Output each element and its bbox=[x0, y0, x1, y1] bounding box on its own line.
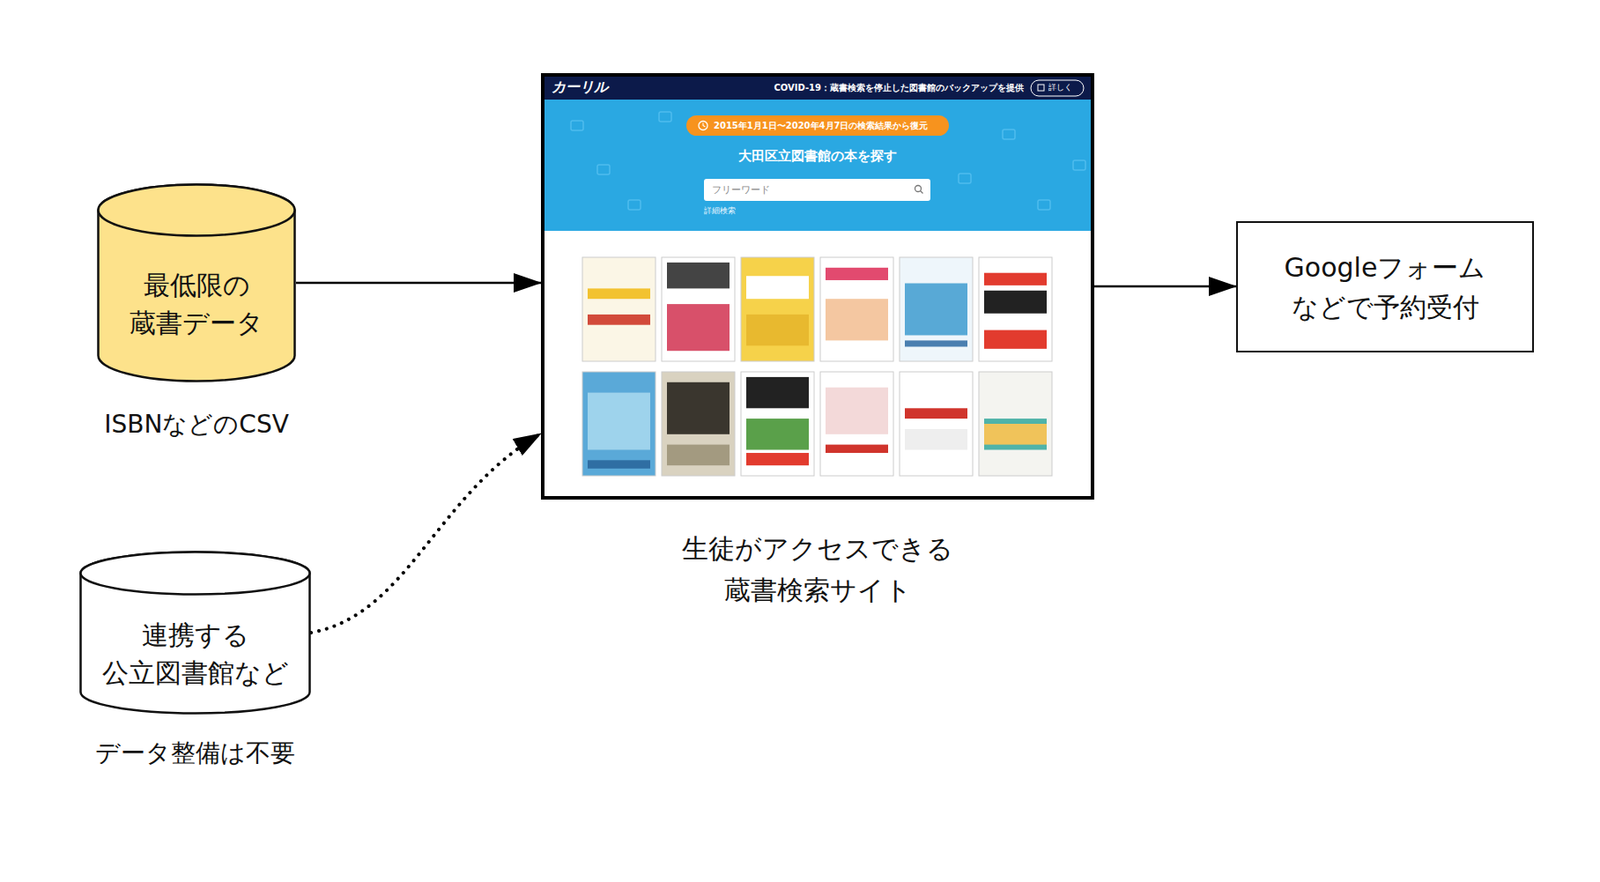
storage-note: データ整備は不要 bbox=[8, 738, 382, 769]
book-cover bbox=[661, 371, 735, 476]
book-cover-art bbox=[746, 314, 809, 346]
book-cover-art bbox=[746, 275, 809, 299]
book-cover-art bbox=[746, 452, 809, 466]
book-cover-art bbox=[587, 392, 651, 451]
book-cover-art bbox=[904, 407, 968, 419]
book-cover-art bbox=[904, 283, 968, 336]
book-cover-art bbox=[984, 330, 1047, 349]
book-cover bbox=[582, 371, 656, 476]
book-cover bbox=[899, 257, 973, 362]
search-icon bbox=[915, 185, 922, 193]
arrow-connector bbox=[296, 281, 541, 285]
cylinder-body bbox=[98, 185, 296, 382]
clock-hands bbox=[703, 123, 706, 128]
storage-note: ISBNなどのCSV bbox=[26, 409, 367, 440]
site-screenshot bbox=[544, 76, 1091, 497]
storage-label: 連携する 公立図書館など bbox=[91, 616, 300, 692]
search-icon-handle bbox=[920, 191, 924, 194]
book-cover-art bbox=[746, 377, 809, 408]
book-cover-art bbox=[825, 387, 889, 435]
book-cover-art bbox=[984, 290, 1047, 314]
book-cover bbox=[740, 257, 815, 362]
cylinder-text-area: 連携する 公立図書館など bbox=[79, 603, 312, 706]
data-store-cylinder: 連携する 公立図書館などデータ整備は不要 bbox=[79, 550, 312, 715]
background-icon bbox=[1037, 200, 1051, 210]
external-icon bbox=[1037, 84, 1045, 91]
site-heading: 大田区立図書館の本を探す bbox=[544, 147, 1091, 165]
restore-period-text: 2015年1月1日〜2020年4月7日の検索結果から復元 bbox=[713, 115, 929, 136]
background-icon bbox=[570, 120, 584, 131]
cylinder-top bbox=[98, 185, 296, 237]
book-cover-art bbox=[904, 340, 968, 347]
search-placeholder: フリーワード bbox=[711, 183, 771, 197]
book-cover bbox=[899, 371, 973, 476]
process-label: Googleフォーム などで予約受付 bbox=[1257, 247, 1513, 327]
book-cover-art bbox=[666, 382, 730, 435]
dotted-connector bbox=[311, 433, 541, 633]
book-cover-art bbox=[984, 418, 1047, 450]
detail-button bbox=[1030, 80, 1084, 97]
book-cover-art bbox=[904, 429, 968, 451]
book-cover-art bbox=[984, 273, 1047, 286]
cylinder-body bbox=[81, 552, 311, 714]
background-icon bbox=[597, 164, 610, 175]
book-cover-art bbox=[825, 298, 889, 341]
search-box bbox=[703, 178, 931, 201]
book-cover bbox=[661, 257, 735, 362]
header-bar bbox=[544, 76, 1091, 100]
book-cover bbox=[820, 257, 894, 362]
site-caption: 生徒がアクセスできる 蔵書検索サイト bbox=[641, 527, 994, 611]
cylinder-text-area: 最低限の 蔵書データ bbox=[96, 244, 297, 365]
advanced-search-link: 詳細検索 bbox=[703, 205, 736, 217]
background-icon bbox=[659, 111, 672, 122]
arrow-connector bbox=[1094, 285, 1237, 289]
book-cover-art bbox=[587, 459, 651, 468]
book-cover-art bbox=[984, 423, 1047, 445]
book-cover-art bbox=[746, 418, 809, 450]
book-cover bbox=[740, 371, 815, 476]
book-cover-art bbox=[825, 267, 889, 281]
hero-band bbox=[544, 99, 1091, 231]
book-cover bbox=[978, 371, 1052, 476]
background-icon bbox=[628, 200, 641, 210]
background-icon bbox=[1002, 129, 1015, 140]
data-store-cylinder: 最低限の 蔵書データISBNなどのCSV bbox=[96, 183, 297, 383]
process-box: Googleフォーム などで予約受付 bbox=[1236, 221, 1534, 353]
background-icon bbox=[1073, 160, 1086, 171]
storage-label: 最低限の 蔵書データ bbox=[110, 266, 283, 342]
cylinder-top bbox=[81, 552, 311, 595]
book-cover-art bbox=[587, 288, 651, 299]
book-cover bbox=[978, 257, 1052, 362]
book-cover-art bbox=[666, 444, 730, 467]
notice-text: COVID-19：蔵書検索を停止した図書館のバックアップを提供 bbox=[773, 81, 1024, 95]
book-cover bbox=[820, 371, 894, 476]
background-icon bbox=[958, 173, 971, 184]
book-cover bbox=[582, 257, 656, 362]
site-logo: カーリル bbox=[551, 78, 608, 97]
book-cover-art bbox=[825, 444, 889, 453]
book-cover-art bbox=[666, 303, 730, 351]
detail-button-text: 詳しく bbox=[1048, 81, 1073, 95]
book-cover-art bbox=[587, 314, 651, 326]
website-screenshot: 生徒がアクセスできる 蔵書検索サイトカーリルCOVID-19：蔵書検索を停止した… bbox=[540, 73, 1095, 500]
book-cover-art bbox=[666, 262, 730, 289]
clock-icon bbox=[698, 121, 708, 131]
restore-pill bbox=[686, 115, 949, 136]
